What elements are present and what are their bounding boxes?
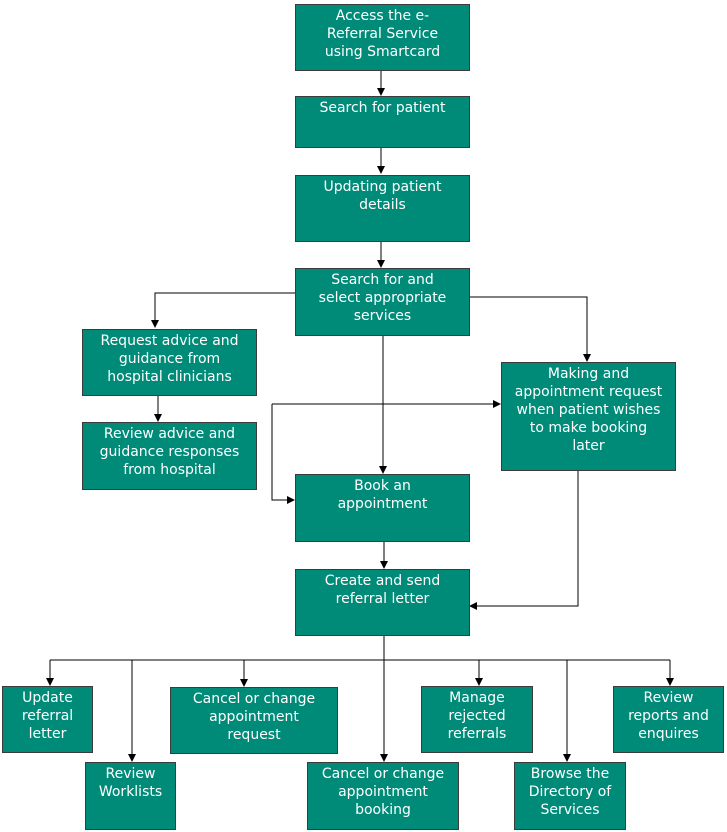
node-manage-rejected-referrals: Manage rejected referrals — [421, 686, 533, 753]
node-review-advice-label: Review advice and guidance responses fro… — [99, 426, 240, 478]
node-review-reports-label: Review reports and enquires — [628, 690, 709, 742]
node-search-for-patient-label: Search for patient — [319, 100, 446, 116]
node-updating-patient-details-label: Updating patient details — [323, 179, 442, 213]
node-review-advice: Review advice and guidance responses fro… — [82, 422, 257, 490]
connector-making-request-to-create — [469, 471, 579, 610]
node-access-e-referral: Access the e- Referral Service using Sma… — [295, 4, 470, 71]
node-access-e-referral-label: Access the e- Referral Service using Sma… — [324, 8, 441, 60]
node-cancel-change-booking: Cancel or change appointment booking — [307, 762, 459, 830]
node-manage-rejected-referrals-label: Manage rejected referrals — [447, 690, 507, 742]
node-review-worklists: Review Worklists — [85, 762, 176, 830]
node-select-services-label: Search for and select appropriate servic… — [318, 272, 447, 324]
connector-select-to-request-advice — [151, 292, 295, 328]
node-select-services: Search for and select appropriate servic… — [295, 268, 470, 336]
node-updating-patient-details: Updating patient details — [295, 175, 470, 242]
node-browse-directory-label: Browse the Directory of Services — [528, 766, 612, 818]
node-create-referral-letter: Create and send referral letter — [295, 569, 470, 636]
node-update-referral-letter-label: Update referral letter — [21, 690, 74, 742]
node-cancel-change-booking-label: Cancel or change appointment booking — [321, 766, 445, 818]
node-book-appointment: Book an appointment — [295, 474, 470, 542]
node-browse-directory: Browse the Directory of Services — [514, 762, 626, 830]
node-review-worklists-label: Review Worklists — [98, 766, 163, 800]
node-cancel-change-request-label: Cancel or change appointment request — [192, 691, 316, 743]
node-request-advice-label: Request advice and guidance from hospita… — [100, 333, 239, 385]
node-making-appointment-request-label: Making and appointment request when pati… — [514, 366, 663, 454]
connector-select-to-making-request — [469, 296, 591, 362]
node-book-appointment-label: Book an appointment — [337, 478, 428, 512]
node-making-appointment-request: Making and appointment request when pati… — [501, 362, 676, 471]
node-create-referral-letter-label: Create and send referral letter — [324, 573, 441, 607]
node-search-for-patient: Search for patient — [295, 96, 470, 148]
node-review-reports: Review reports and enquires — [613, 686, 724, 753]
node-update-referral-letter: Update referral letter — [2, 686, 93, 753]
node-request-advice: Request advice and guidance from hospita… — [82, 329, 257, 396]
connector-loop-to-book — [271, 404, 295, 504]
node-cancel-change-request: Cancel or change appointment request — [170, 687, 338, 754]
